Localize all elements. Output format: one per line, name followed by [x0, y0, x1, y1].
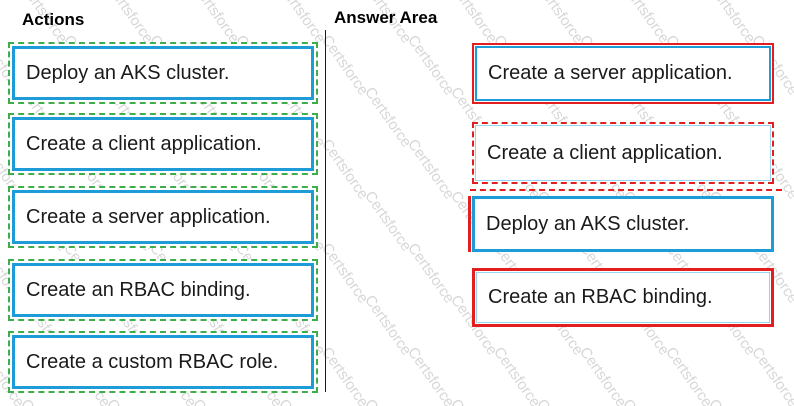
action-card-label: Deploy an AKS cluster.: [26, 61, 230, 84]
watermark-text: Certsforce: [447, 396, 501, 406]
answer-card-deploy-aks-cluster[interactable]: Deploy an AKS cluster.: [472, 196, 774, 252]
answer-card-label: Create an RBAC binding.: [488, 286, 713, 308]
action-card-inner: Deploy an AKS cluster.: [12, 46, 314, 100]
action-card-create-rbac-binding[interactable]: Create an RBAC binding.: [8, 259, 318, 321]
action-card-inner: Create a custom RBAC role.: [12, 335, 314, 389]
action-card-deploy-aks-cluster[interactable]: Deploy an AKS cluster.: [8, 42, 318, 104]
watermark-text: Certsforce: [533, 0, 587, 47]
watermark-text: Certsforce: [318, 240, 372, 307]
watermark-text: Certsforce: [662, 344, 716, 406]
watermark-text: Certsforce: [275, 0, 329, 47]
watermark-text: Certsforce: [318, 32, 372, 99]
watermark-text: Certsforce: [404, 240, 458, 307]
watermark-text: Certsforce: [404, 136, 458, 203]
answer-card-inner: Create a client application.: [475, 125, 771, 181]
watermark-text: Certsforce: [275, 396, 329, 406]
watermark-text: Certsforce: [189, 0, 243, 47]
watermark-text: Certsforce: [576, 344, 630, 406]
answer-card-label: Create a server application.: [488, 62, 733, 84]
watermark-text: Certsforce: [361, 188, 415, 255]
action-card-inner: Create a client application.: [12, 117, 314, 171]
action-card-inner: Create a server application.: [12, 190, 314, 244]
watermark-text: Certsforce: [404, 344, 458, 406]
watermark-text: Certsforce: [619, 0, 673, 47]
watermark-text: Certsforce: [533, 396, 587, 406]
watermark-text: Certsforce: [103, 0, 157, 47]
watermark-text: Certsforce: [404, 32, 458, 99]
watermark-text: Certsforce: [619, 396, 673, 406]
watermark-text: Certsforce: [705, 0, 759, 47]
watermark-text: Certsforce: [318, 344, 372, 406]
actions-column-title: Actions: [22, 10, 85, 29]
answer-area-title: Answer Area: [334, 8, 438, 27]
action-card-label: Create a custom RBAC role.: [26, 350, 279, 373]
answer-card-inner: Create an RBAC binding.: [476, 272, 770, 323]
action-card-label: Create a client application.: [26, 132, 262, 155]
watermark-text: Certsforce: [318, 136, 372, 203]
drop-indicator-left-bar: [468, 196, 471, 252]
watermark-text: Certsforce: [705, 396, 759, 406]
watermark-text: Certsforce: [361, 292, 415, 359]
watermark-text: Certsforce: [447, 0, 501, 47]
answer-card-create-client-application[interactable]: Create a client application.: [472, 122, 774, 184]
action-card-label: Create a server application.: [26, 205, 271, 228]
answer-card-create-rbac-binding[interactable]: Create an RBAC binding.: [472, 268, 774, 327]
action-card-inner: Create an RBAC binding.: [12, 263, 314, 317]
action-card-create-server-application[interactable]: Create a server application.: [8, 186, 318, 248]
watermark-text: Certsforce: [361, 396, 415, 406]
column-divider: [325, 30, 326, 392]
action-card-create-custom-rbac-role[interactable]: Create a custom RBAC role.: [8, 331, 318, 393]
answer-card-label: Deploy an AKS cluster.: [486, 212, 690, 235]
watermark-text: Certsforce: [189, 396, 243, 406]
watermark-text: Certsforce: [748, 344, 794, 406]
answer-card-create-server-application[interactable]: Create a server application.: [472, 43, 774, 104]
answer-card-inner: Create a server application.: [475, 46, 771, 101]
watermark-text: Certsforce: [17, 396, 71, 406]
answer-card-label: Create a client application.: [487, 141, 723, 164]
watermark-text: Certsforce: [103, 396, 157, 406]
drop-indicator-dashed-line: [470, 189, 782, 191]
action-card-create-client-application[interactable]: Create a client application.: [8, 113, 318, 175]
watermark-text: Certsforce: [490, 344, 544, 406]
action-card-label: Create an RBAC binding.: [26, 278, 251, 301]
watermark-text: Certsforce: [361, 84, 415, 151]
